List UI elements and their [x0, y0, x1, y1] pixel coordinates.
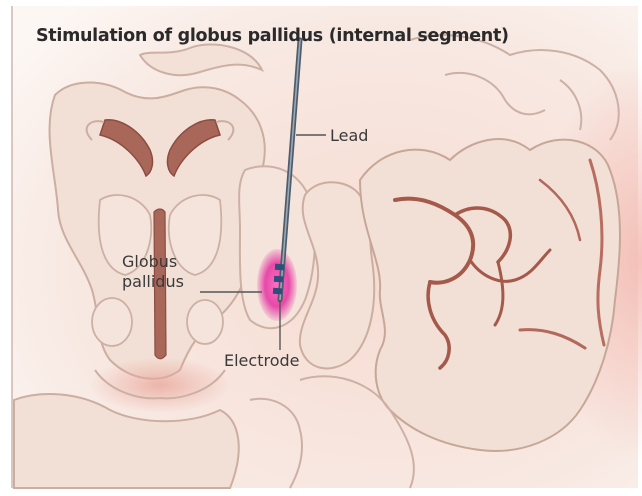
globus-pallidus-label-line2: pallidus	[122, 272, 184, 292]
electrode-contact	[273, 288, 282, 295]
globus-pallidus-target	[257, 249, 297, 321]
globus-pallidus-label: Globus pallidus	[122, 252, 184, 292]
lead-label: Lead	[330, 126, 368, 146]
figure-title: Stimulation of globus pallidus (internal…	[36, 26, 509, 46]
temporal-lobe	[360, 139, 620, 451]
electrode-contact	[275, 264, 284, 271]
globus-pallidus-label-line1: Globus	[122, 252, 184, 272]
electrode-contact	[274, 276, 283, 283]
electrode-label: Electrode	[224, 351, 299, 371]
